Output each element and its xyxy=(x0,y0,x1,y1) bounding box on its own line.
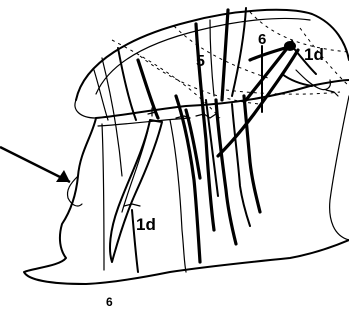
small-annotations xyxy=(124,90,338,206)
label-1d-upper: 1d xyxy=(304,45,324,64)
pointer-arrow xyxy=(0,147,70,182)
label-1d-lower: 1d xyxy=(136,215,156,234)
body-right-edge xyxy=(330,96,349,240)
dashed-meridian xyxy=(174,26,268,78)
label-5-upper: 5 xyxy=(196,53,205,70)
fan-stroke xyxy=(170,120,186,272)
diagonal-stroke xyxy=(222,10,228,100)
fan-stroke xyxy=(244,96,260,212)
horizontal-band-lower xyxy=(98,118,190,126)
label-6-bottom: 6 xyxy=(106,295,113,309)
oblique-line xyxy=(138,60,158,118)
vertical-line xyxy=(102,124,104,270)
label-6-upper: 6 xyxy=(258,31,266,48)
diagonal-stroke xyxy=(210,20,214,96)
dome-left-lobe xyxy=(75,100,96,118)
